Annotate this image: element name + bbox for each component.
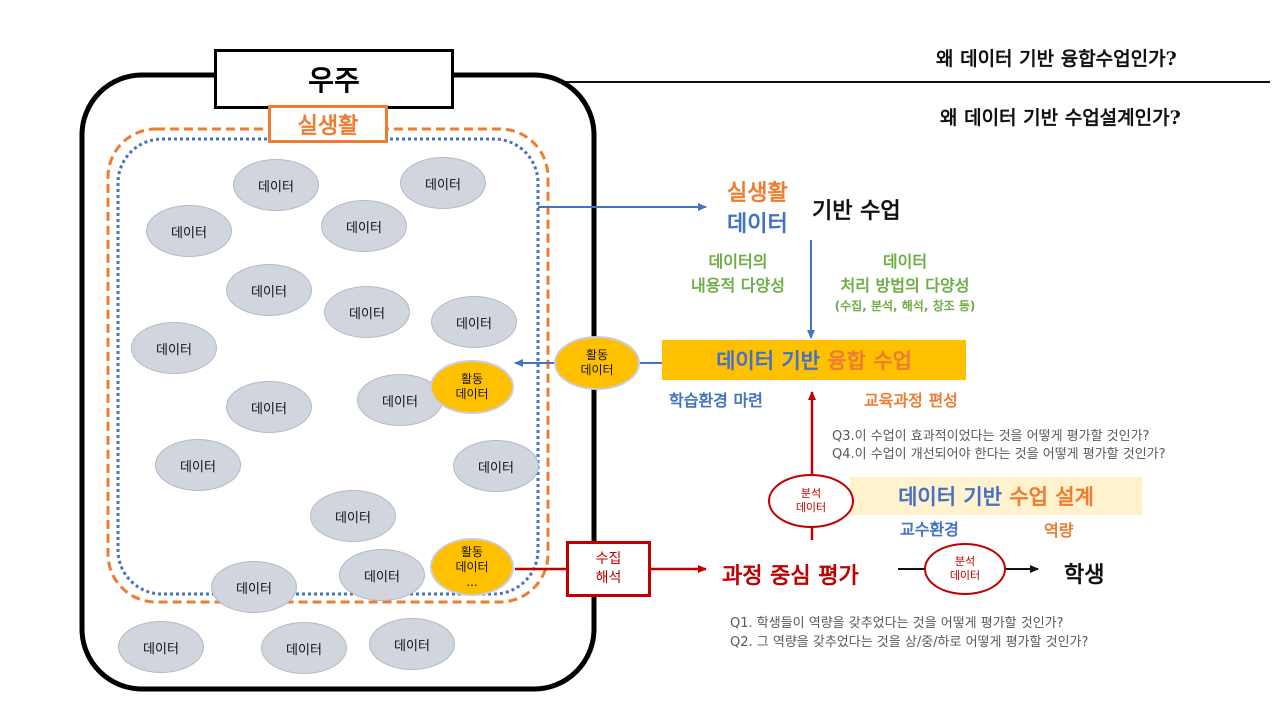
data-ellipse: 데이터 [226,264,312,316]
data-ellipse: 데이터 [324,286,410,338]
student-label: 학생 [1064,563,1105,588]
design-part2: 수업 설계 [1009,485,1094,509]
analysis-lower-line1: 분석 [954,555,976,568]
analysis-line2: 데이터 [795,501,827,514]
data-ellipse: 데이터 [369,618,455,670]
analysis-line1: 분석 [800,487,822,500]
activity-line2: 데이터 [455,387,489,401]
method-diversity-line1: 데이터 [882,252,928,271]
method-diversity-line2: 처리 방법의 다양성 [840,276,970,295]
fusion-class-box: 데이터 기반 융합 수업 [662,340,966,380]
activity-line2: 데이터 [455,559,489,574]
data-ellipse: 데이터 [131,322,217,374]
activity-data-ellipse: 활동 데이터 [430,360,514,414]
design-part1: 데이터 기반 [898,485,1010,509]
analysis-data-circle: 분석 데이터 [768,474,854,528]
design-class-box: 데이터 기반 수업 설계 [850,477,1142,515]
teaching-env-label: 교수환경 [900,520,959,539]
heading-why-fusion: 왜 데이터 기반 융합수업인가? [936,48,1177,70]
collect-interpret-box: 수집 해석 [566,541,651,597]
content-diversity-label: 데이터의 내용적 다양성 [678,250,798,298]
universe-frame [79,72,597,692]
analysis-lower-line2: 데이터 [949,569,981,582]
real-life-label: 실생활 [268,105,388,143]
curriculum-label: 교육과정 편성 [864,391,958,410]
data-ellipse: 데이터 [339,549,425,601]
data-ellipse: 데이터 [321,200,407,252]
activity-circle-line2: 데이터 [580,363,614,377]
data-text: 데이터 [727,212,788,237]
data-ellipse: 데이터 [211,561,297,613]
question-q1: Q1. 학생들이 역량을 갖추었다는 것을 어떻게 평가할 것인가? [730,616,1064,631]
activity-line1: 활동 [460,544,484,559]
data-ellipse: 데이터 [357,374,443,426]
activity-circle-line1: 활동 [585,348,609,362]
fusion-part1: 데이터 기반 [716,349,828,373]
activity-ellipsis: ... [466,574,478,589]
data-ellipse: 데이터 [261,622,347,674]
heading-divider [560,81,1270,83]
heading-why-design: 왜 데이터 기반 수업설계인가? [940,107,1181,129]
fusion-part2: 융합 수업 [827,349,912,373]
question-q3: Q3.이 수업이 효과적이었다는 것을 어떻게 평가할 것인가? [832,429,1150,444]
collect-line1: 수집 [595,551,622,567]
data-ellipse: 데이터 [453,440,539,492]
question-q4: Q4.이 수업이 개선되어야 한다는 것을 어떻게 평가할 것인가? [832,447,1166,462]
real-life-text: 실생활 [727,181,788,206]
activity-line1: 활동 [460,372,484,386]
content-diversity-line1: 데이터의 [708,252,768,271]
data-ellipse: 데이터 [400,157,486,209]
based-class-text: 기반 수업 [812,199,901,224]
content-diversity-line2: 내용적 다양성 [691,276,785,295]
method-diversity-line3: (수집, 분석, 해석, 창조 등) [834,299,976,313]
data-boundary [116,137,540,596]
universe-label: 우주 [214,49,454,109]
data-ellipse: 데이터 [155,439,241,491]
method-diversity-label: 데이터 처리 방법의 다양성 (수집, 분석, 해석, 창조 등) [810,250,1000,314]
data-ellipse: 데이터 [146,205,232,257]
competency-label: 역량 [1044,521,1074,540]
data-ellipse: 데이터 [310,490,396,542]
data-ellipse: 데이터 [226,381,312,433]
data-ellipse: 데이터 [118,621,204,673]
data-ellipse: 데이터 [233,159,319,211]
activity-data-ellipse: 활동 데이터 ... [430,538,514,596]
learning-env-label: 학습환경 마련 [669,391,763,410]
data-ellipse: 데이터 [431,296,517,348]
process-eval-label: 과정 중심 평가 [722,564,859,589]
collect-line2: 해석 [595,570,622,586]
question-q2: Q2. 그 역량을 갖추었다는 것을 상/중/하로 어떻게 평가할 것인가? [730,635,1089,650]
analysis-data-circle-lower: 분석 데이터 [924,543,1006,595]
activity-data-circle: 활동 데이터 [554,336,640,390]
